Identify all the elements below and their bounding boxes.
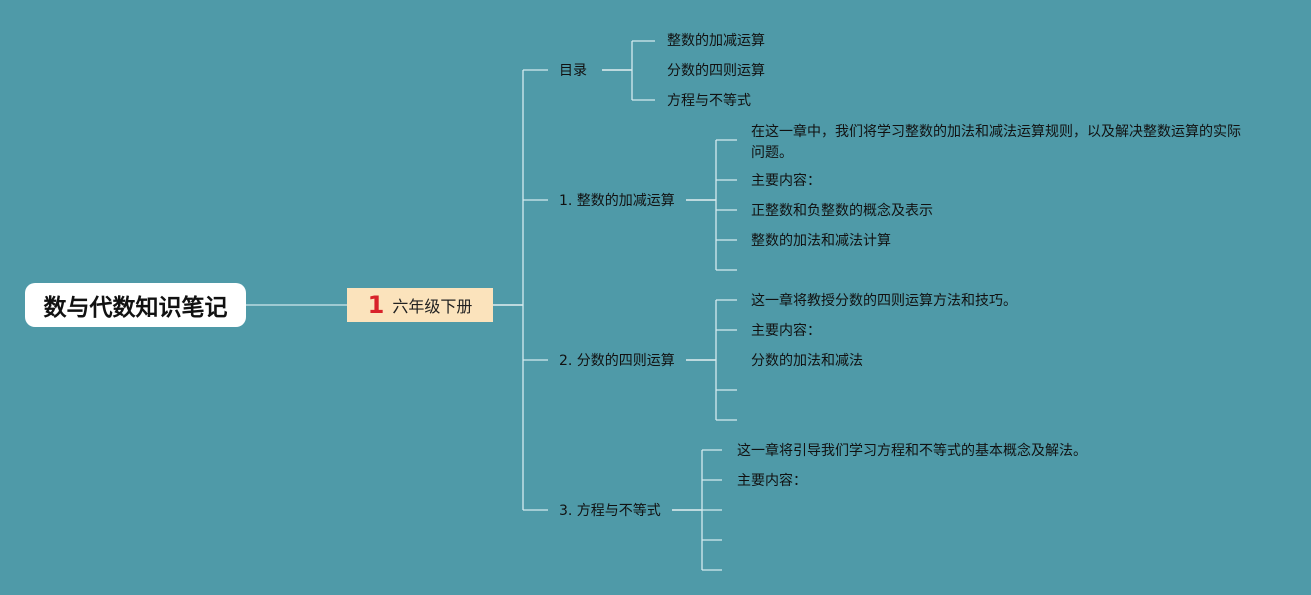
chapter-3-intro[interactable]: 这一章将引导我们学习方程和不等式的基本概念及解法。 [737,443,1087,459]
root-node[interactable]: 数与代数知识笔记 [25,283,246,327]
toc-node[interactable]: 目录 [559,63,587,79]
chapter-2-item[interactable]: 主要内容： [751,323,821,339]
toc-item[interactable]: 方程与不等式 [667,93,751,109]
chapter-3-item[interactable]: 主要内容： [737,473,807,489]
chapter-2-item[interactable]: 分数的加法和减法 [751,353,863,369]
grade-number-badge: 1 [367,291,385,319]
chapter-1-item[interactable]: 主要内容： [751,173,821,189]
chapter-1-item[interactable]: 正整数和负整数的概念及表示 [751,203,933,219]
chapter-1-intro[interactable]: 在这一章中，我们将学习整数的加法和减法运算规则，以及解决整数运算的实际问题。 [751,124,1241,161]
chapter-1-node[interactable]: 1. 整数的加减运算 [559,193,675,209]
chapter-2-node[interactable]: 2. 分数的四则运算 [559,353,675,369]
chapter-2-intro[interactable]: 这一章将教授分数的四则运算方法和技巧。 [751,293,1017,309]
grade-node[interactable]: 1 六年级下册 [347,288,493,322]
grade-label: 六年级下册 [392,297,473,316]
toc-item[interactable]: 分数的四则运算 [667,63,765,79]
chapter-3-node[interactable]: 3. 方程与不等式 [559,503,661,519]
toc-item[interactable]: 整数的加减运算 [667,33,765,49]
chapter-1-item[interactable]: 整数的加法和减法计算 [751,233,891,249]
root-title: 数与代数知识笔记 [43,295,228,321]
